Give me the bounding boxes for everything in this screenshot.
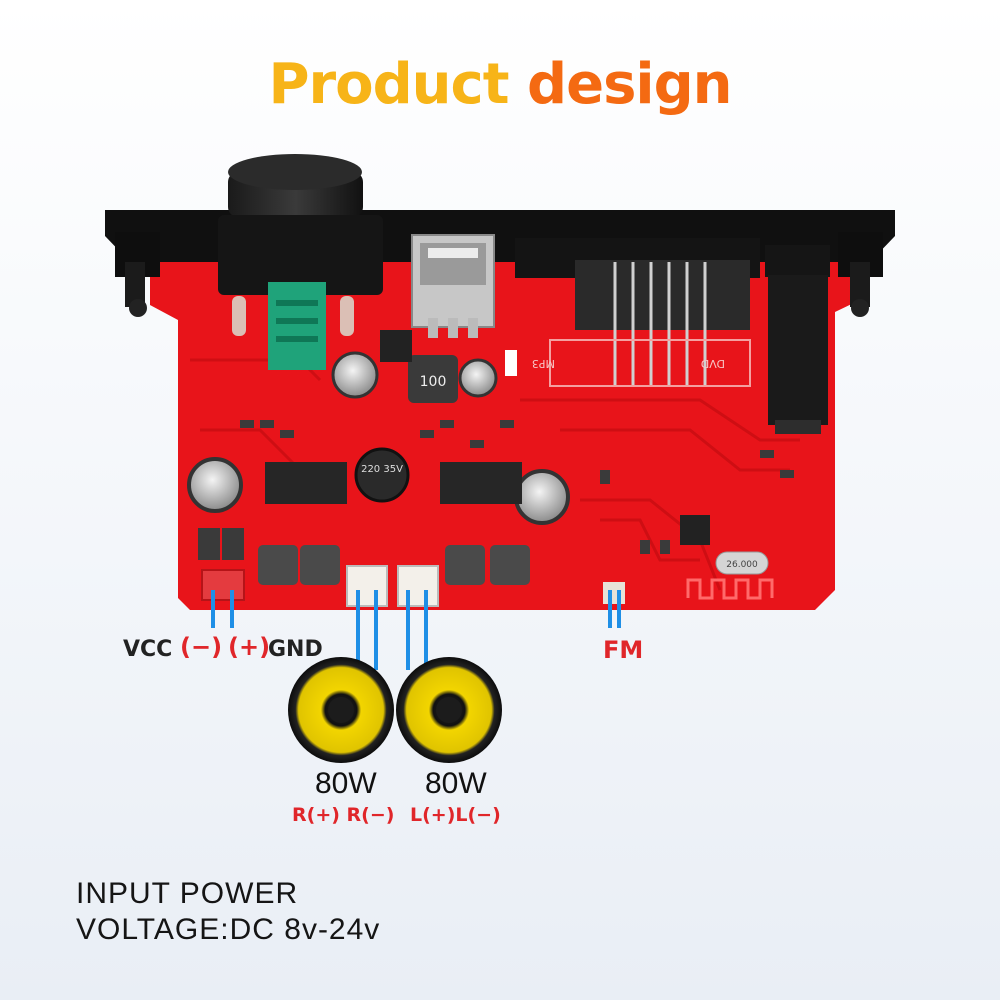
capacitors: 220 35V xyxy=(187,351,570,525)
input-power-line1: INPUT POWER xyxy=(76,877,299,910)
inductor-label: 100 xyxy=(420,374,447,390)
wires xyxy=(211,590,621,670)
fm-label: FM xyxy=(603,636,644,664)
plus-label: (+) xyxy=(228,633,271,661)
speaker-left-wattage: 80W xyxy=(425,767,487,800)
speaker-right-polarity: R(+) R(−) xyxy=(292,804,395,826)
smd-components xyxy=(198,350,794,560)
volume-knob xyxy=(218,154,383,370)
input-power-line2: VOLTAGE:DC 8v-24v xyxy=(76,913,381,946)
speaker-left-polarity: L(+)L(−) xyxy=(410,804,501,826)
minus-label: (−) xyxy=(180,633,223,661)
lcd-label-mp3: MP3 xyxy=(532,357,555,370)
page-title: Product design xyxy=(0,52,1000,117)
title-part1: Product xyxy=(268,52,509,117)
amp-chips xyxy=(265,330,710,545)
crystal-label: 26.000 xyxy=(726,560,758,570)
gnd-label: GND xyxy=(268,637,323,662)
display-area: MP3 DVD xyxy=(532,339,751,387)
cap-value: 220 35V xyxy=(361,464,403,475)
crystal-oscillator: 26.000 xyxy=(715,551,769,575)
input-power-spec: INPUT POWER VOLTAGE:DC 8v-24v xyxy=(76,876,380,948)
speaker-right xyxy=(288,657,394,763)
usb-port xyxy=(411,234,495,338)
inductors: 100 xyxy=(258,355,530,585)
sd-card-slot xyxy=(515,238,760,385)
aux-jack xyxy=(765,245,830,434)
vcc-label: VCC xyxy=(123,637,173,662)
title-part2: design xyxy=(527,52,733,117)
speaker-left xyxy=(396,657,502,763)
speaker-right-wattage: 80W xyxy=(315,767,377,800)
lcd-label-dvd: DVD xyxy=(701,357,725,370)
